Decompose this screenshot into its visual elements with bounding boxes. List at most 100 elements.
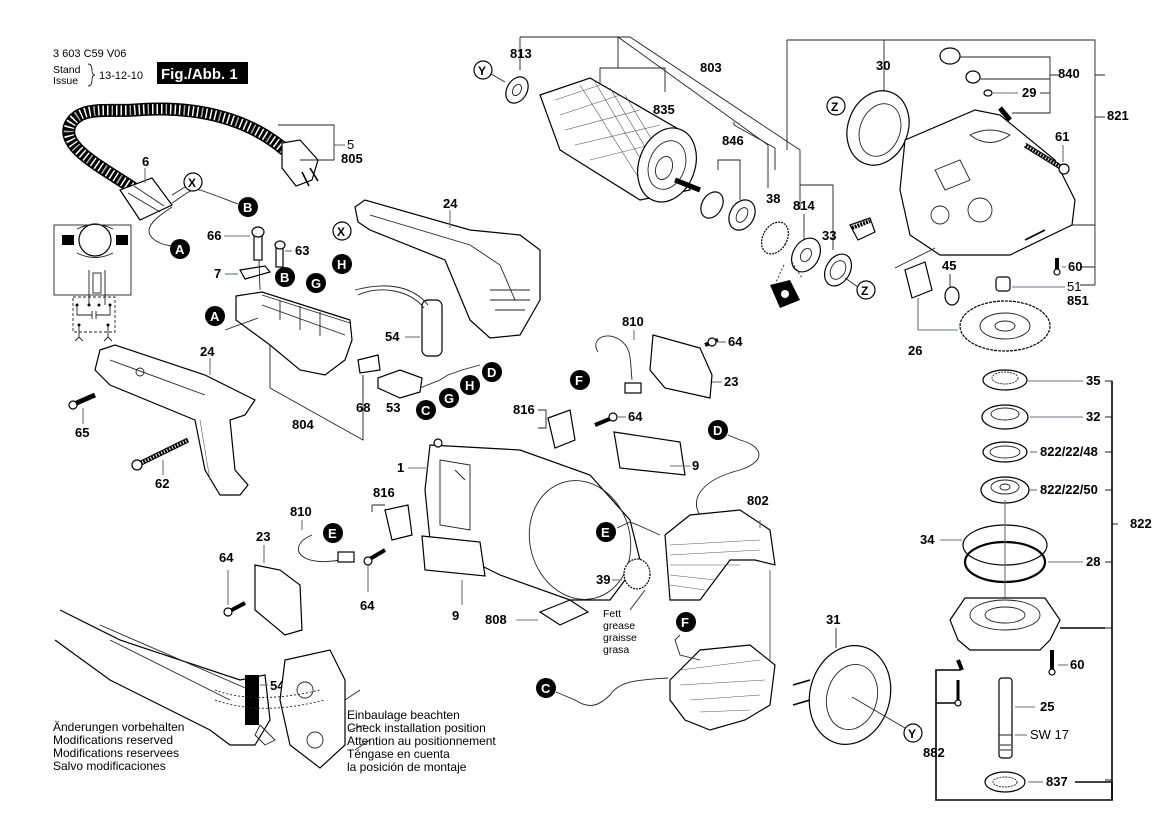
part-label-60-lower: 60 [1070, 657, 1084, 672]
connector-e-lower: E [328, 526, 337, 541]
connector-b-top: B [238, 197, 258, 217]
svg-text:X: X [188, 176, 196, 190]
handle-lower-24: 24 65 62 [68, 344, 256, 496]
wiring-schematic [53, 223, 132, 342]
part-label-45: 45 [942, 258, 956, 273]
modifications-fr: Modifications reservees [53, 746, 179, 760]
svg-text:A: A [175, 242, 185, 257]
installation-detail: 54 [54, 609, 371, 769]
part-label-808: 808 [485, 612, 507, 627]
power-cord: 6 5 805 X [62, 102, 363, 247]
part-label-32: 32 [1086, 409, 1100, 424]
part-label-1: 1 [397, 460, 404, 475]
part-label-822: 822 [1130, 516, 1152, 531]
part-label-60-top: 60 [1068, 259, 1082, 274]
bearing-flange-31: 31 Y [792, 612, 923, 745]
issue-date: 13-12-10 [99, 70, 143, 82]
part-label-28: 28 [1086, 554, 1100, 569]
part-label-51: 51 [1067, 279, 1081, 294]
header: 3 603 C59 V06 Stand Issue 13-12-10 Fig./… [53, 48, 248, 87]
connector-h-switch: H [337, 257, 346, 272]
field-coil-802: 802 [664, 493, 776, 660]
wrench-size-label: SW 17 [1030, 727, 1069, 742]
part-label-813: 813 [510, 46, 532, 61]
part-label-26: 26 [908, 343, 922, 358]
grease-label-es: grasa [603, 644, 629, 656]
part-label-30: 30 [876, 58, 890, 73]
part-label-9-lower: 9 [452, 608, 459, 623]
connector-marker-x [183, 172, 203, 192]
installation-en: Check installation position [347, 721, 486, 735]
part-label-39: 39 [596, 572, 610, 587]
part-label-64-lower-mid: 64 [360, 598, 375, 613]
grease-label-fr: graisse [603, 632, 637, 644]
field-coil-lower: F C [536, 612, 776, 731]
motor-housing: 1 9 9 808 39 Fett grease graisse grasa 8… [219, 314, 760, 656]
part-label-5: 5 [347, 137, 354, 152]
connector-z-lower: Z [861, 284, 868, 298]
part-label-25: 25 [1040, 699, 1054, 714]
part-label-62: 62 [155, 476, 169, 491]
connector-h-small: H [465, 378, 474, 393]
part-label-66: 66 [207, 228, 221, 243]
connector-y-flange: Y [908, 727, 916, 741]
part-label-837: 837 [1046, 774, 1068, 789]
connector-c-lower: C [541, 681, 551, 696]
switch-assembly: 66 63 7 B A 804 68 53 54 [205, 226, 502, 441]
connector-a-top: A [170, 239, 190, 259]
spindle-assembly: 35 32 822/22/48 822/22/50 822 34 28 [920, 369, 1152, 801]
part-label-822-22-50: 822/22/50 [1040, 482, 1098, 497]
armature-assembly: 813 803 835 Y 846 38 814 [473, 36, 876, 308]
part-label-821: 821 [1107, 108, 1129, 123]
connector-y-armature: Y [478, 64, 486, 78]
modifications-es: Salvo modificaciones [53, 759, 166, 773]
part-label-24-upper: 24 [443, 196, 458, 211]
connector-a-switch: A [210, 309, 220, 324]
part-label-822-22-48: 822/22/48 [1040, 444, 1098, 459]
part-label-816-lower: 816 [373, 485, 395, 500]
modifications-en: Modifications reserved [53, 733, 173, 747]
part-label-23-lower: 23 [256, 529, 270, 544]
part-label-64-mid: 64 [628, 409, 643, 424]
part-label-68: 68 [356, 400, 370, 415]
part-label-64-top: 64 [728, 334, 743, 349]
part-label-810-lower: 810 [290, 504, 312, 519]
connector-g-switch: G [311, 276, 321, 291]
part-label-31: 31 [826, 612, 840, 627]
part-label-803: 803 [700, 60, 722, 75]
part-label-835: 835 [653, 102, 675, 117]
part-label-33: 33 [822, 228, 836, 243]
part-label-840: 840 [1058, 66, 1080, 81]
connector-f-upper: F [575, 373, 583, 388]
part-label-814: 814 [793, 198, 815, 213]
connector-f-lower: F [681, 615, 689, 630]
stand-label: Stand [53, 64, 81, 76]
part-label-802: 802 [747, 493, 769, 508]
part-label-816-upper: 816 [513, 402, 535, 417]
part-label-804: 804 [292, 417, 314, 432]
part-label-882: 882 [923, 745, 945, 760]
gear-housing: 30 821 Z 29 840 61 60 [786, 39, 1129, 358]
grease-label-de: Fett [603, 608, 621, 620]
part-label-63: 63 [295, 243, 309, 258]
connector-x-handle: X [337, 225, 345, 239]
connector-d-small: D [487, 365, 496, 380]
installation-de: Einbaulage beachten [347, 708, 460, 722]
part-label-9-upper: 9 [692, 458, 699, 473]
part-label-851: 851 [1067, 293, 1089, 308]
connector-g-small: G [444, 391, 454, 406]
modifications-de: Änderungen vorbehalten [53, 720, 184, 734]
part-label-65: 65 [75, 425, 89, 440]
modifications-note: Änderungen vorbehalten Modifications res… [53, 720, 184, 773]
part-label-38: 38 [766, 191, 780, 206]
part-label-54: 54 [385, 329, 400, 344]
part-number: 3 603 C59 V06 [53, 48, 126, 60]
part-label-846: 846 [722, 133, 744, 148]
part-label-24-lower: 24 [200, 344, 215, 359]
part-label-29: 29 [1022, 85, 1036, 100]
part-label-6: 6 [142, 154, 149, 169]
figure-label-box [157, 62, 248, 84]
part-label-61: 61 [1055, 129, 1069, 144]
installation-fr: Attention au positionnement [347, 734, 496, 748]
